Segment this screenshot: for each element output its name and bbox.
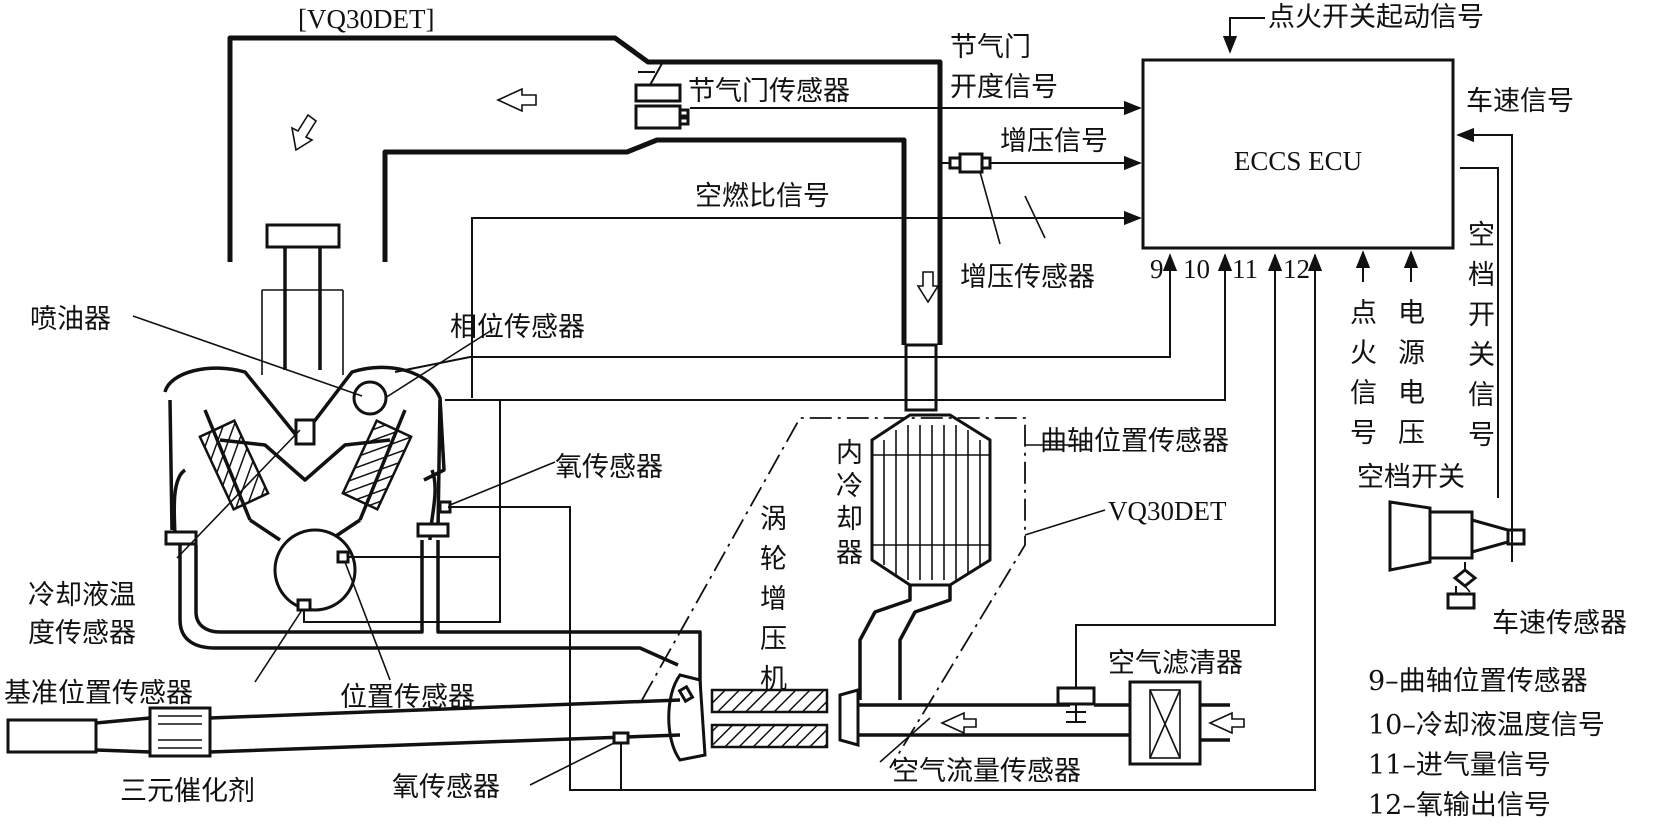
intercooler [858, 343, 992, 700]
throttle-open-label-2: 开度信号 [950, 72, 1058, 103]
svg-text:压: 压 [760, 624, 787, 655]
neutral-switch-label: 空档开关 [1357, 462, 1465, 493]
pin-legend: 9–曲轴位置传感器 10–冷却液温度信号 11–进气量信号 12–氧输出信号 [1368, 666, 1605, 821]
pin-11-label: 11 [1232, 254, 1258, 284]
intake-manifold [261, 223, 344, 375]
throttle-open-label-1: 节气门 [950, 32, 1031, 63]
flow-arrow-icon [916, 271, 940, 304]
svg-text:电: 电 [1398, 298, 1425, 329]
svg-text:却: 却 [836, 504, 863, 535]
o2-sensor-upper-label: 氧传感器 [555, 452, 663, 483]
svg-text:11–进气量信号: 11–进气量信号 [1368, 750, 1551, 781]
intake-duct [227, 35, 943, 345]
neutral-signal-label: 空 档 开 关 信 号 [1468, 220, 1495, 451]
exhaust-pipe [6, 698, 681, 758]
svg-text:冷: 冷 [836, 471, 863, 502]
engine-block [163, 365, 702, 690]
svg-text:增: 增 [760, 584, 787, 615]
ecu-label: ECCS ECU [1234, 146, 1362, 176]
svg-text:档: 档 [1468, 260, 1495, 291]
pin-10-label: 10 [1183, 254, 1210, 284]
cam-sensor-label: 相位传感器 [450, 312, 585, 343]
svg-text:轮: 轮 [760, 544, 787, 575]
svg-text:器: 器 [836, 538, 863, 569]
boost-sensor-icon [940, 152, 992, 174]
svg-text:机: 机 [760, 664, 787, 695]
svg-text:号: 号 [1468, 420, 1495, 451]
leader-lines [132, 171, 1471, 786]
svg-text:号: 号 [1350, 418, 1377, 449]
air-filter-label: 空气滤清器 [1108, 648, 1243, 679]
signal-wires [303, 17, 1513, 791]
model-mid-label: VQ30DET [1108, 496, 1227, 526]
ecu-box [1141, 58, 1455, 250]
turbo-label: 涡 轮 增 压 机 [760, 504, 787, 695]
neutral-switch-icon [1388, 500, 1526, 572]
svg-text:10–冷却液温度信号: 10–冷却液温度信号 [1368, 710, 1605, 741]
catalyst-label: 三元催化剂 [120, 776, 255, 807]
svg-text:关: 关 [1468, 340, 1495, 371]
speed-signal-label: 车速信号 [1466, 86, 1574, 117]
svg-text:点: 点 [1350, 298, 1377, 329]
o2-sensor-lower-label: 氧传感器 [392, 772, 500, 803]
svg-text:火: 火 [1350, 338, 1377, 369]
svg-text:9–曲轴位置传感器: 9–曲轴位置传感器 [1368, 666, 1588, 697]
airflow-sensor-label: 空气流量传感器 [892, 756, 1081, 787]
coolant-sensor-label-2: 度传感器 [28, 618, 136, 649]
svg-text:内: 内 [836, 438, 863, 469]
flow-arrow-icon [496, 87, 537, 113]
intercooler-label: 内 冷 却 器 [836, 438, 863, 569]
svg-text:12–氧输出信号: 12–氧输出信号 [1368, 790, 1551, 821]
svg-text:开: 开 [1468, 300, 1495, 331]
ref-sensor-label: 基准位置传感器 [4, 678, 193, 709]
boost-sensor-label: 增压传感器 [960, 262, 1095, 293]
boost-signal-label: 增压信号 [1000, 126, 1108, 157]
air-filter-assembly [940, 680, 1245, 766]
ignition-start-label: 点火开关起动信号 [1268, 2, 1484, 33]
power-voltage-label: 电 源 电 压 [1398, 298, 1425, 449]
flow-arrow-icon [290, 113, 318, 152]
crank-sensor-label: 曲轴位置传感器 [1040, 426, 1229, 457]
svg-text:空: 空 [1468, 220, 1495, 251]
afr-signal-label: 空燃比信号 [695, 181, 830, 212]
speed-sensor-icon [1446, 562, 1478, 610]
svg-text:信: 信 [1350, 378, 1377, 409]
flow-arrow-icon [1208, 711, 1245, 735]
throttle-sensor-label: 节气门传感器 [688, 76, 850, 107]
svg-text:源: 源 [1398, 338, 1425, 369]
pin-9-label: 9 [1150, 254, 1164, 284]
pos-sensor-label: 位置传感器 [340, 682, 475, 713]
injector-label: 喷油器 [30, 304, 111, 335]
model-top-label: [VQ30DET] [298, 4, 434, 34]
ignition-signal-label: 点 火 信 号 [1350, 298, 1377, 449]
svg-text:压: 压 [1398, 418, 1425, 449]
svg-text:涡: 涡 [760, 504, 787, 535]
flow-arrow-icon [940, 711, 977, 735]
throttle-sensor-icon [634, 59, 690, 130]
turbocharger [667, 673, 1130, 762]
coolant-sensor-label-1: 冷却液温 [28, 580, 136, 611]
svg-text:电: 电 [1398, 378, 1425, 409]
speed-sensor-label: 车速传感器 [1492, 608, 1627, 639]
vq30det-boundary [641, 417, 1026, 769]
pin-12-label: 12 [1283, 254, 1310, 284]
svg-text:信: 信 [1468, 380, 1495, 411]
